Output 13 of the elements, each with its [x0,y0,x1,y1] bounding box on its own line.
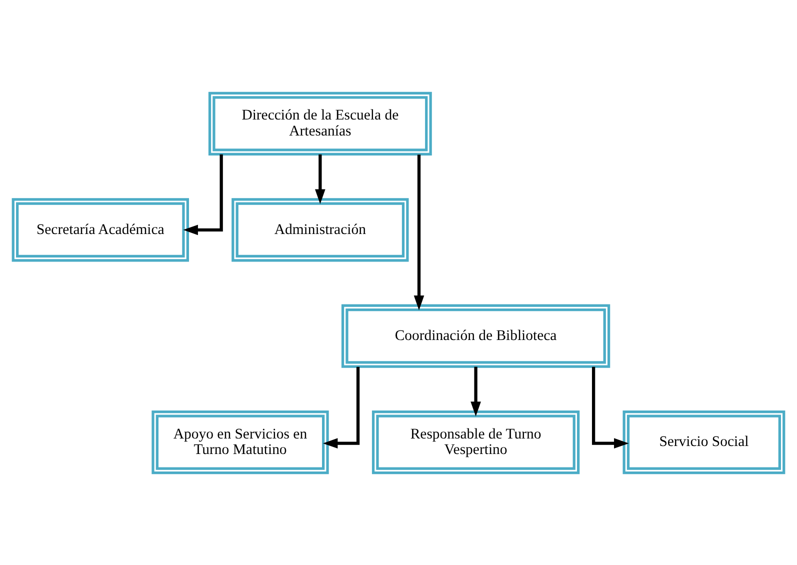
arrow [183,154,223,235]
node-box: Apoyo en Servicios en Turno Matutino [152,410,329,474]
node-box: Responsable de Turno Vespertino [372,410,580,474]
node-box: Coordinación de Biblioteca [341,304,610,368]
node-box: Dirección de la Escuela de Artesanías [208,91,432,155]
arrow [315,154,326,204]
node-box: Administración [232,198,409,262]
arrow [322,366,360,448]
node-box: Servicio Social [622,410,786,474]
arrow [414,154,424,310]
node-box: Secretaría Académica [12,198,189,262]
arrow [592,366,629,448]
arrow [470,366,481,416]
